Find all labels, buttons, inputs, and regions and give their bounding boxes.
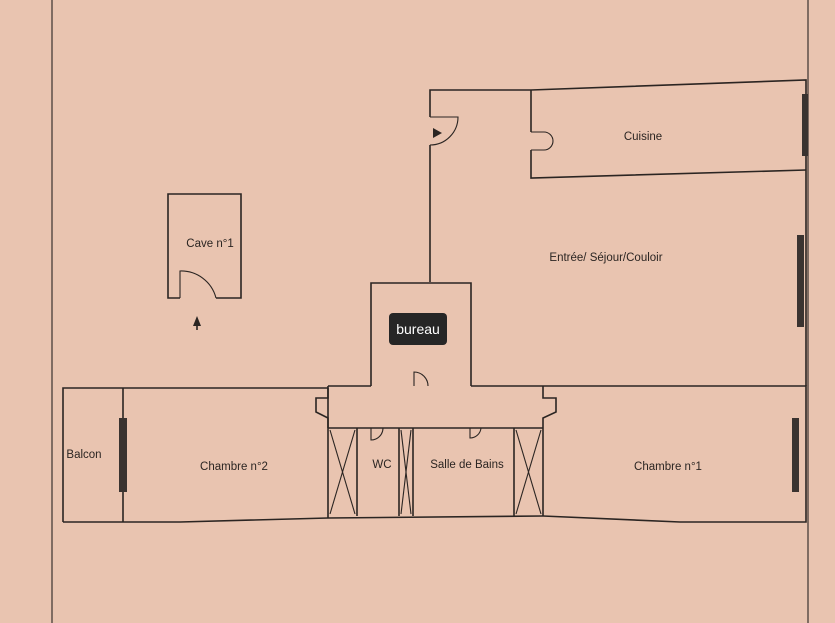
- window-sejour: [797, 235, 804, 327]
- window-cuisine: [802, 94, 808, 156]
- window-balcon: [119, 418, 127, 492]
- label-entree-sejour: Entrée/ Séjour/Couloir: [549, 252, 663, 264]
- bureau-room: [370, 282, 472, 387]
- label-salle-de-bains: Salle de Bains: [430, 459, 504, 471]
- chambre2-room: [62, 387, 329, 523]
- label-chambre2: Chambre n°2: [200, 461, 268, 473]
- label-balcon: Balcon: [66, 449, 102, 461]
- cuisine-room: [530, 90, 807, 179]
- wet-rooms: [327, 427, 544, 519]
- label-cuisine: Cuisine: [623, 131, 663, 143]
- label-wc: WC: [372, 459, 392, 471]
- cave-room: [167, 193, 242, 330]
- chambre1-room: [542, 385, 807, 523]
- bureau-badge[interactable]: bureau: [389, 313, 447, 345]
- window-chambre1: [792, 418, 799, 492]
- corridor: [315, 385, 557, 429]
- arrow-up-icon: [193, 316, 201, 326]
- entree-sejour-outline: [429, 79, 807, 386]
- label-cave: Cave n°1: [186, 238, 234, 250]
- entry-arrow-icon: [433, 128, 442, 138]
- label-chambre1: Chambre n°1: [634, 461, 702, 473]
